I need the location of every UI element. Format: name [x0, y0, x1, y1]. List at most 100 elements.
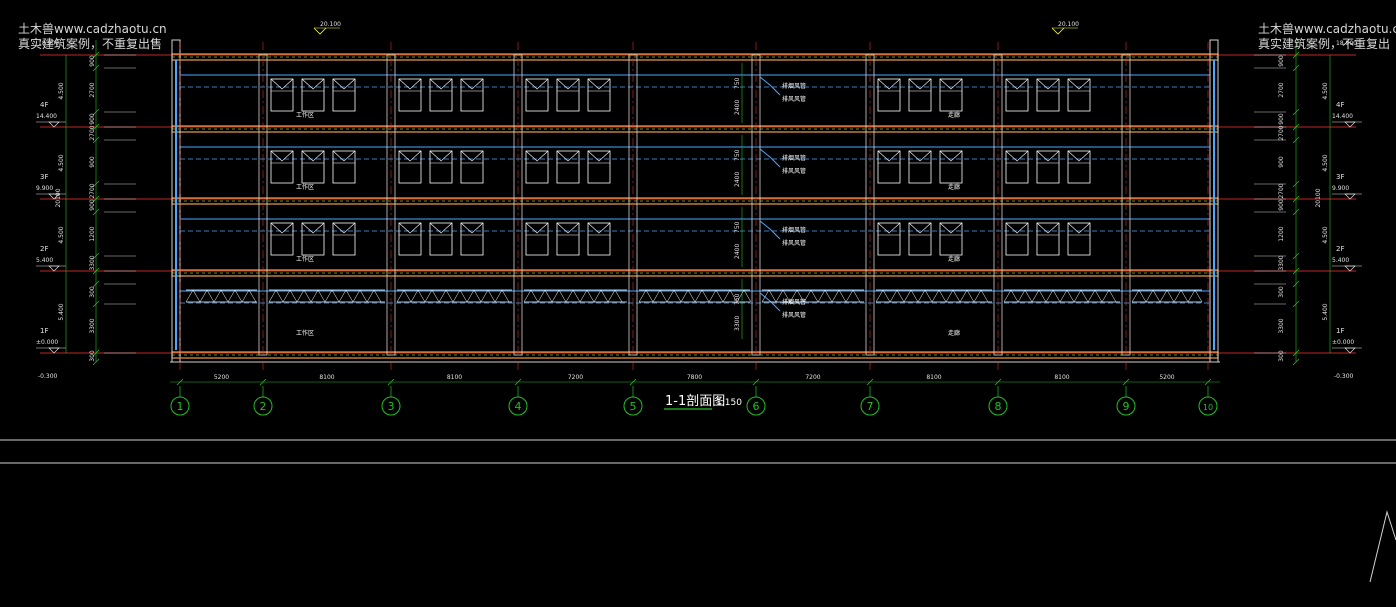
dim-text: 3300 — [734, 316, 741, 331]
bay-dim-tick — [752, 378, 760, 386]
axis-bubble — [988, 396, 1008, 416]
chain-dim-text: 900 — [89, 113, 96, 125]
truss-web — [775, 289, 791, 303]
dim-tick — [1292, 180, 1300, 188]
room-label: 工作区 — [296, 329, 314, 337]
top-mark — [313, 27, 327, 35]
floor-height-text: 4.500 — [1322, 226, 1329, 243]
watermark-right-line1: 土木兽www.cadzhaotu.c — [1258, 22, 1396, 36]
floor-height-text: 4.500 — [1322, 154, 1329, 171]
ground-elev: -0.300 — [38, 373, 58, 380]
window — [556, 78, 580, 112]
window — [556, 150, 580, 184]
axis-label: 2 — [260, 400, 267, 413]
duct-riser — [759, 76, 781, 96]
dim-text: 2400 — [734, 244, 741, 259]
truss-web — [310, 289, 326, 303]
axis-bubble — [170, 396, 190, 416]
dim-tick — [92, 195, 100, 203]
bay-dim-text: 8100 — [1054, 374, 1069, 381]
level-elev: 9.900 — [36, 185, 53, 192]
pipe-label: 排烟风管 — [782, 298, 806, 306]
window — [301, 222, 325, 256]
window — [398, 150, 422, 184]
window-sash — [429, 222, 453, 234]
truss-web — [282, 289, 298, 303]
window-sash — [877, 150, 901, 162]
window — [301, 78, 325, 112]
chain-dim-text: 3300 — [89, 255, 96, 270]
window-sash — [460, 78, 484, 90]
dim-tick — [1292, 208, 1300, 216]
dim-tick — [92, 252, 100, 260]
bay-dim-text: 7200 — [568, 374, 583, 381]
level-elev: 14.400 — [1332, 113, 1353, 120]
window-sash — [1036, 150, 1060, 162]
truss-web — [466, 289, 482, 303]
dim-tick — [1292, 280, 1300, 288]
window — [270, 222, 294, 256]
dim-tick — [92, 349, 100, 357]
chain-dim-text: 2700 — [89, 82, 96, 97]
pipe-label: 排烟风管 — [782, 82, 806, 90]
viewport-frame — [0, 439, 1396, 583]
window-sash — [587, 78, 611, 90]
pipe-label: 排烟风管 — [782, 154, 806, 162]
window — [270, 150, 294, 184]
truss-web — [917, 289, 933, 303]
room-label: 工作区 — [296, 183, 314, 191]
window — [332, 150, 356, 184]
window-sash — [460, 150, 484, 162]
window — [1005, 150, 1029, 184]
window — [429, 78, 453, 112]
drawing-title: 1-1剖面图 — [665, 394, 725, 409]
window — [1067, 150, 1091, 184]
window — [332, 78, 356, 112]
pipe-label: 排风风管 — [782, 311, 806, 319]
level-name: 4F — [1336, 101, 1344, 109]
level-elev: ±0.000 — [36, 339, 58, 346]
window — [460, 150, 484, 184]
window-sash — [556, 150, 580, 162]
truss-web — [831, 289, 847, 303]
window — [398, 222, 422, 256]
truss-web — [722, 289, 738, 303]
bay-dim-tick — [514, 378, 522, 386]
bay-dim-tick — [259, 378, 267, 386]
room-label: 工作区 — [296, 111, 314, 119]
dim-tick — [92, 108, 100, 116]
truss-web — [931, 289, 947, 303]
axis-bubble — [746, 396, 766, 416]
bay-dim-tick — [629, 378, 637, 386]
level-elev: 9.900 — [1332, 185, 1349, 192]
window — [460, 222, 484, 256]
chain-dim-text: 300 — [89, 286, 96, 298]
pipe-label: 排烟风管 — [782, 226, 806, 234]
level-triangle — [1344, 193, 1356, 200]
floor-height-text: 5.400 — [58, 303, 65, 320]
truss-web — [680, 289, 696, 303]
dim-tick — [92, 280, 100, 288]
bay-dim-text: 8100 — [926, 374, 941, 381]
truss-web — [736, 289, 752, 303]
truss-web — [959, 289, 975, 303]
chain-dim-text: 900 — [89, 55, 96, 67]
axis-label: 4 — [515, 400, 522, 413]
pipe-label: 排风风管 — [782, 239, 806, 247]
level-elev: 5.400 — [36, 257, 53, 264]
window — [1005, 222, 1029, 256]
chain-dim-text: 300 — [89, 350, 96, 362]
truss-web — [1101, 289, 1117, 303]
chain-dim-text: 900 — [89, 199, 96, 211]
truss-web — [185, 289, 201, 303]
axis-label: 8 — [995, 400, 1002, 413]
dim-tick — [1292, 136, 1300, 144]
truss-web — [452, 289, 468, 303]
truss-web — [761, 289, 777, 303]
dim-tick — [1292, 267, 1300, 275]
dim-tick — [92, 358, 100, 366]
window — [877, 78, 901, 112]
level-triangle — [48, 121, 60, 128]
truss-web — [480, 289, 496, 303]
axis-bubble — [1198, 396, 1218, 416]
